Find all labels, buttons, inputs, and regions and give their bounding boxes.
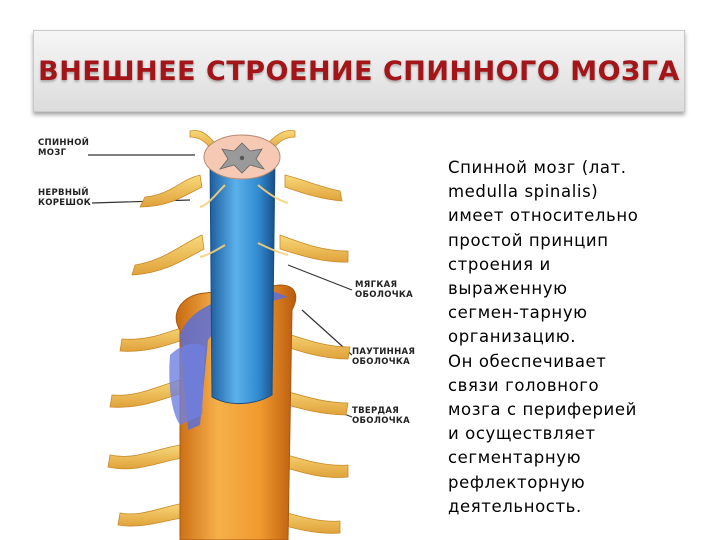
description-line: и осуществляет: [448, 424, 596, 444]
label-line: СПИННОЙ: [38, 138, 90, 148]
label-nerve-root: НЕРВНЫЙ КОРЕШОК: [38, 188, 91, 208]
description-line: простой принцип: [448, 230, 609, 250]
label-line: КОРЕШОК: [38, 198, 91, 208]
label-line: ОБОЛОЧКА: [352, 357, 411, 367]
cord-body: [209, 154, 276, 405]
arachnoid-layer: [180, 290, 288, 430]
description-line: сегмен-тарную: [448, 303, 588, 323]
label-dura-mater: ТВЕРДАЯ ОБОЛОЧКА: [352, 406, 410, 426]
label-line: МОЗГ: [38, 148, 67, 158]
title-banner: ВНЕШНЕЕ СТРОЕНИЕ СПИННОГО МОЗГА: [33, 30, 685, 112]
description-line: строения и: [448, 254, 551, 274]
label-line: ПАУТИННАЯ: [352, 347, 416, 357]
description-line: Он обеспечивает: [448, 351, 607, 371]
description-line: medulla spinalis): [448, 182, 599, 202]
description-line: рефлекторную: [448, 472, 586, 492]
label-line: МЯГКАЯ: [355, 280, 398, 290]
label-spinal-cord: СПИННОЙ МОЗГ: [38, 138, 89, 158]
label-line: ОБОЛОЧКА: [355, 290, 414, 300]
description-line: связи головного: [448, 375, 600, 395]
description-line: выраженную: [448, 279, 568, 299]
description-line: деятельность.: [448, 496, 582, 516]
description-line: имеет относительно: [448, 206, 639, 226]
spinal-cord-drawing: [88, 130, 353, 540]
spinal-cord-illustration: СПИННОЙ МОЗГ НЕРВНЫЙ КОРЕШОК МЯГКАЯ ОБОЛ…: [30, 125, 420, 540]
label-line: НЕРВНЫЙ: [38, 188, 89, 198]
label-pia-mater: МЯГКАЯ ОБОЛОЧКА: [355, 280, 413, 300]
slide-title: ВНЕШНЕЕ СТРОЕНИЕ СПИННОГО МОЗГА: [38, 55, 680, 87]
description-line: организацию.: [448, 327, 577, 347]
label-line: ТВЕРДАЯ: [352, 406, 400, 416]
description-line: сегментарную: [448, 448, 582, 468]
label-line: ОБОЛОЧКА: [352, 416, 411, 426]
description-line: мозга с периферией: [448, 400, 637, 420]
description-line: Спинной мозг (лат.: [448, 158, 627, 177]
label-arachnoid: ПАУТИННАЯ ОБОЛОЧКА: [352, 347, 415, 367]
nerve-roots: [107, 130, 351, 534]
description-text: Спинной мозг (лат. medulla spinalis) име…: [448, 156, 688, 519]
